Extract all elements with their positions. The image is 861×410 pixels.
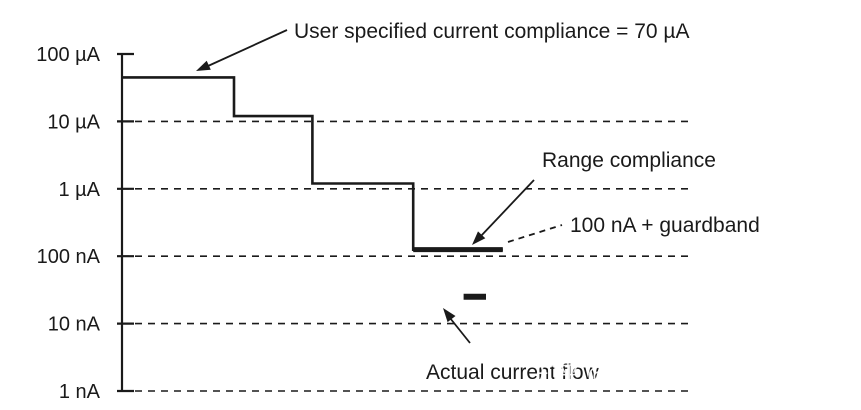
y-tick-label: 1 nA <box>59 381 101 403</box>
y-tick-label: 10 nA <box>48 314 101 336</box>
y-tick-label: 1 µA <box>58 179 100 201</box>
actual-current-arrowhead <box>443 308 456 323</box>
range-compliance-arrow-line <box>479 179 535 238</box>
actual-current-arrow-line <box>449 317 471 344</box>
annotation-guardband: 100 nA + guardband <box>570 214 760 237</box>
y-tick-label: 10 µA <box>47 111 100 133</box>
annotation-range: Range compliance <box>542 149 716 172</box>
compliance-staircase-line <box>122 76 503 251</box>
watermark: 知乎 @是德科技 Keysigh... <box>536 363 810 388</box>
y-tick-label: 100 µA <box>36 44 100 66</box>
range-compliance-arrowhead <box>472 231 486 245</box>
guardband-leader-line <box>507 224 563 243</box>
annotation-user: User specified current compliance = 70 µ… <box>294 20 690 43</box>
annotation-actual: Actual current flow <box>426 361 600 384</box>
user-compliance-arrowhead <box>196 60 211 71</box>
user-compliance-arrow-line <box>207 29 288 67</box>
y-tick-label: 100 nA <box>37 246 101 268</box>
